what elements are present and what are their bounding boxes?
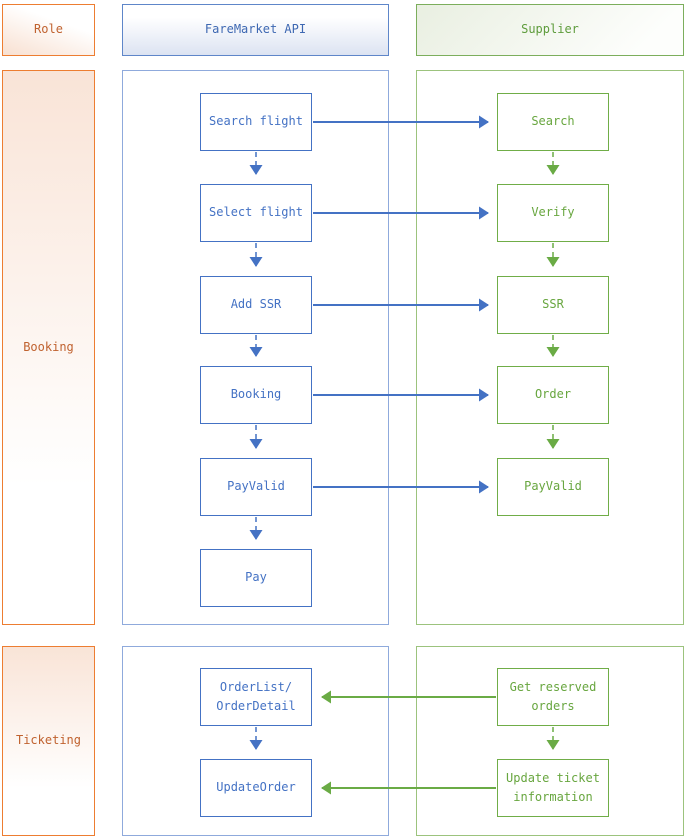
node-add-ssr-label: Add SSR [230, 297, 282, 312]
node-orderlist-orderdetail-label: OrderList/ OrderDetail [216, 679, 296, 713]
node-search-flight: Search flight [200, 93, 312, 151]
booking-api-container [122, 70, 389, 625]
node-pay: Pay [200, 549, 312, 607]
booking-role-label: Booking [23, 339, 74, 354]
node-search-flight-label: Search flight [209, 114, 303, 129]
node-supplier-ssr: SSR [497, 276, 609, 334]
node-get-reserved-orders-label: Get reserved orders [509, 679, 597, 713]
node-updateorder: UpdateOrder [200, 759, 312, 817]
node-booking-label: Booking [230, 387, 282, 402]
node-supplier-verify: Verify [497, 184, 609, 242]
ticketing-role-lane: Ticketing [2, 646, 95, 836]
node-updateorder-label: UpdateOrder [216, 780, 296, 795]
node-update-ticket-information-label: Update ticket information [506, 770, 600, 804]
node-get-reserved-orders: Get reserved orders [497, 668, 609, 726]
node-select-flight: Select flight [200, 184, 312, 242]
node-orderlist-orderdetail: OrderList/ OrderDetail [200, 668, 312, 726]
ticketing-role-label: Ticketing [15, 733, 82, 748]
node-payvalid-api: PayValid [200, 458, 312, 516]
node-update-ticket-information: Update ticket information [497, 759, 609, 817]
node-supplier-payvalid-label: PayValid [524, 479, 582, 494]
node-supplier-order-label: Order [534, 387, 572, 402]
api-column-header: FareMarket API [122, 4, 389, 56]
booking-supplier-container [416, 70, 684, 625]
role-column-header-label: Role [34, 22, 63, 37]
node-supplier-search: Search [497, 93, 609, 151]
node-supplier-order: Order [497, 366, 609, 424]
supplier-column-header-label: Supplier [521, 22, 579, 37]
node-supplier-payvalid: PayValid [497, 458, 609, 516]
node-booking: Booking [200, 366, 312, 424]
node-pay-label: Pay [245, 570, 267, 585]
node-supplier-verify-label: Verify [531, 205, 575, 220]
role-column-header: Role [2, 4, 95, 56]
node-supplier-ssr-label: SSR [542, 297, 564, 312]
node-payvalid-api-label: PayValid [227, 479, 285, 494]
node-select-flight-label: Select flight [209, 205, 303, 220]
supplier-column-header: Supplier [416, 4, 684, 56]
api-column-header-label: FareMarket API [204, 22, 307, 37]
node-add-ssr: Add SSR [200, 276, 312, 334]
booking-role-lane: Booking [2, 70, 95, 625]
node-supplier-search-label: Search [531, 114, 575, 129]
